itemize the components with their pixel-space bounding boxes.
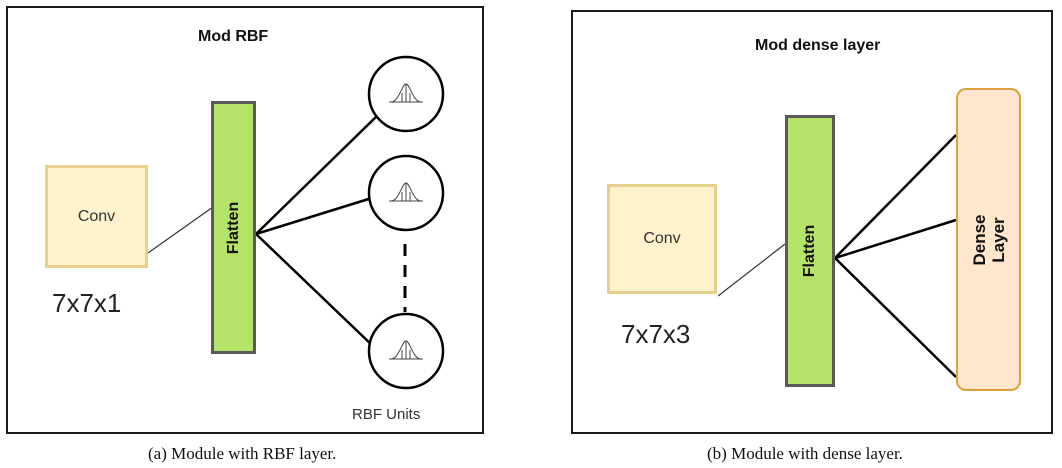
dense-label-line1: Dense: [969, 213, 989, 266]
dense-layer-label: Dense Layer: [970, 214, 1008, 265]
dense-connection-lines: [717, 134, 957, 378]
conv-label: Conv: [643, 230, 681, 247]
gaussian-bell-icon: [389, 340, 423, 360]
flatten-label: Flatten: [801, 224, 818, 278]
conv-dimensions: 7x7x1: [52, 288, 122, 318]
flatten-label: Flatten: [224, 201, 242, 254]
conv-block: Conv: [45, 165, 148, 268]
rbf-units-label: RBF Units: [352, 406, 421, 423]
dense-label-line2: Layer: [988, 216, 1008, 263]
conv-dimensions: 7x7x3: [621, 319, 691, 349]
rbf-unit: [367, 55, 445, 133]
rbf-unit: [367, 312, 445, 390]
rbf-module-panel: Mod RBF Conv 7x7x1 Flatten RBF Units: [6, 6, 484, 434]
gaussian-bell-icon: [389, 83, 423, 103]
caption-a: (a) Module with RBF layer.: [148, 444, 337, 463]
dense-layer-block: Dense Layer: [956, 88, 1021, 391]
flatten-layer: Flatten: [785, 115, 835, 387]
caption-b: (b) Module with dense layer.: [707, 444, 903, 463]
rbf-unit: [367, 154, 445, 232]
dense-module-panel: Mod dense layer Conv 7x7x3 Flatten Dense…: [571, 10, 1053, 434]
gaussian-bell-icon: [389, 182, 423, 202]
flatten-layer: Flatten: [211, 101, 256, 354]
conv-label: Conv: [77, 207, 116, 225]
rbf-connection-lines: [147, 55, 445, 390]
panel-a-title: Mod RBF: [198, 28, 269, 45]
conv-block: Conv: [607, 184, 717, 294]
panel-b-title: Mod dense layer: [755, 37, 881, 54]
